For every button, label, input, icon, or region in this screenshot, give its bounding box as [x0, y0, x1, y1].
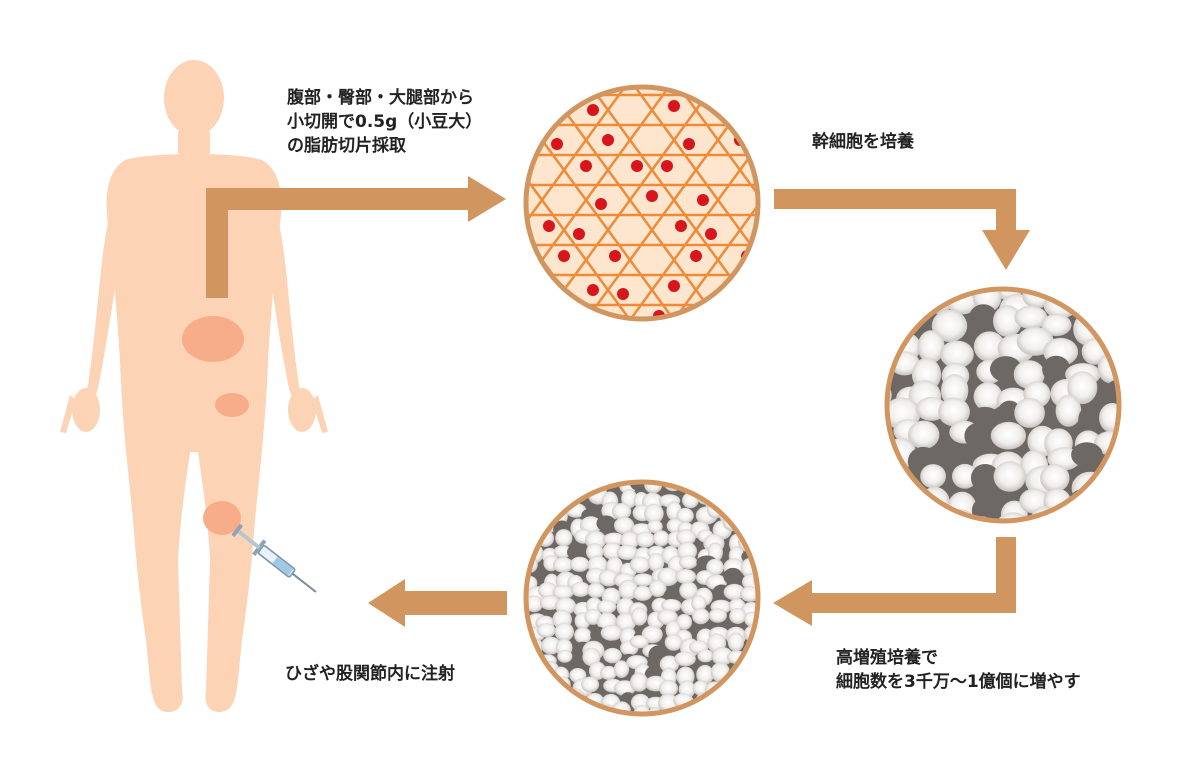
step-culture-line-1: 幹細胞を培養 — [812, 132, 914, 152]
step-expand-line-2: 細胞数を3千万〜1億個に増やす — [836, 672, 1081, 692]
buttock-site — [215, 393, 249, 417]
step-harvest-label: 腹部・臀部・大腿部から 小切開で0.5g（小豆大） の脂肪切片採取 — [287, 86, 482, 158]
step-expand-line-1: 高増殖培養で — [836, 648, 938, 668]
harvest-sites — [182, 316, 249, 535]
expanded-stem-cells-magnified — [523, 479, 761, 717]
step-inject-line-1: ひざや股関節内に注射 — [285, 664, 455, 684]
step-harvest-line-2: 小切開で0.5g（小豆大） — [287, 112, 483, 132]
arrow-expand — [773, 537, 1016, 626]
thigh-site — [203, 501, 241, 535]
step-harvest-line-3: の脂肪切片採取 — [287, 136, 406, 156]
flow-arrows — [206, 176, 1030, 627]
step-inject-label: ひざや股関節内に注射 — [285, 662, 455, 686]
arrow-harvest — [206, 176, 506, 298]
step-expand-label: 高増殖培養で 細胞数を3千万〜1億個に増やす — [836, 646, 1081, 694]
step-harvest-line-1: 腹部・臀部・大腿部から — [287, 88, 474, 108]
arrow-culture — [774, 189, 1030, 270]
human-body-icon — [60, 60, 328, 712]
step-culture-label: 幹細胞を培養 — [812, 130, 914, 154]
arrow-inject — [368, 579, 507, 627]
syringe-icon — [231, 524, 317, 593]
abdomen-site — [182, 316, 244, 362]
cultured-stem-cells-magnified — [884, 286, 1122, 524]
